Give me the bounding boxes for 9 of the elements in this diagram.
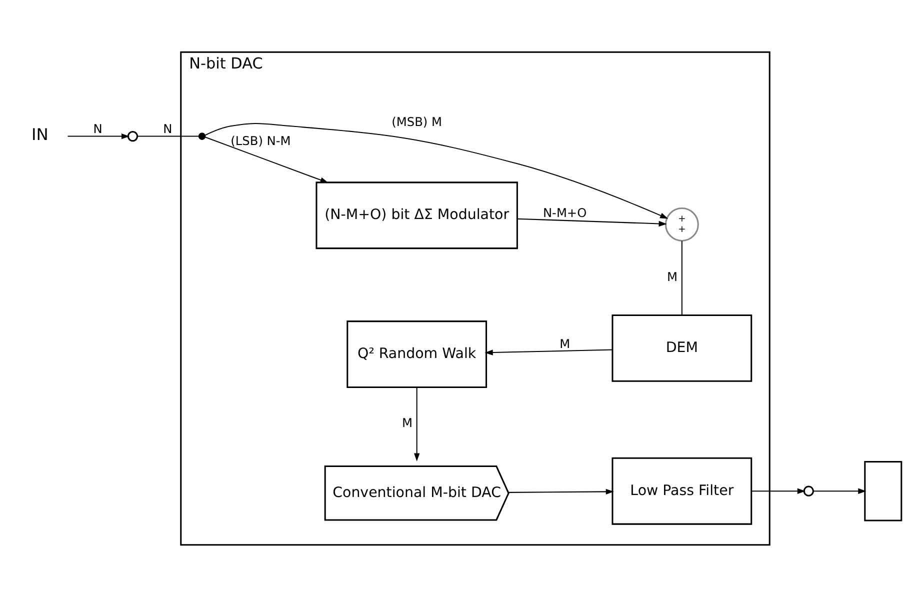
node-text: IN <box>32 125 48 144</box>
edge-label: N <box>93 122 102 136</box>
edge-label: (LSB) N-M <box>230 134 291 148</box>
edge-label: M <box>560 336 570 351</box>
edge-label: M <box>667 270 678 284</box>
edge-label: M <box>402 416 412 430</box>
edge-label: N <box>163 122 172 136</box>
edge-label: N-M+O <box>542 206 587 220</box>
edge-label: (MSB) M <box>392 114 442 129</box>
